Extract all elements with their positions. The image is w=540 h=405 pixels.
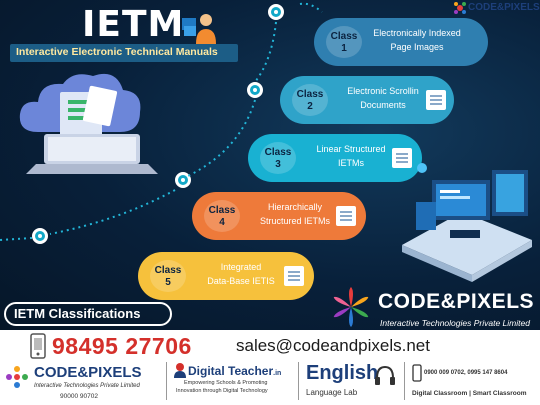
class-text-line1: Electronic Scrollin xyxy=(347,86,419,96)
class-number: 2 xyxy=(307,101,313,112)
contact-strip xyxy=(0,330,540,405)
class-number: 5 xyxy=(165,277,171,288)
footer-cp-tagline: Interactive Technologies Private Limited xyxy=(34,383,140,389)
path-node-4 xyxy=(32,228,48,244)
class-number: 3 xyxy=(275,159,281,170)
classifications-label: IETM Classifications xyxy=(4,302,172,326)
class-label: Class xyxy=(264,147,292,158)
footer-dc-phones: 0900 009 0702, 0995 147 8604 xyxy=(424,370,508,376)
headphones-icon xyxy=(375,365,395,385)
dt-name-text: Digital Teacher xyxy=(188,364,274,378)
class-label: Class xyxy=(330,31,358,42)
class-text-line1: Linear Structured xyxy=(316,144,386,154)
digital-teacher-icon xyxy=(174,363,186,378)
class-text-line1: Electronically Indexed xyxy=(373,28,461,38)
class-text-line2: Data-Base IETIS xyxy=(207,276,275,286)
contact-email[interactable]: sales@codeandpixels.net xyxy=(236,336,430,355)
path-node-2 xyxy=(247,82,263,98)
subtitle-bar xyxy=(10,44,238,62)
class-text-line2: Structured IETMs xyxy=(259,216,331,226)
class-text-line2: IETMs xyxy=(338,158,364,168)
document-icon xyxy=(392,148,412,168)
page-title: IETM xyxy=(82,4,185,45)
footer-cp-phone: 90000 90702 xyxy=(60,393,98,400)
class-text-line1: Hierarchically xyxy=(267,202,322,212)
document-icon xyxy=(426,90,446,110)
footer-dt-name: Digital Teacher.in xyxy=(188,364,281,378)
dotted-path xyxy=(0,2,323,241)
class-number: 4 xyxy=(219,217,225,228)
dt-suffix-text: .in xyxy=(273,370,282,377)
contact-phone[interactable]: 98495 27706 xyxy=(52,333,192,359)
class-label: Class xyxy=(208,205,236,216)
class-label: Class xyxy=(296,89,324,100)
brand-name: CODE&PIXELS xyxy=(378,290,535,313)
workstation-illustration xyxy=(402,163,532,282)
path-node-3 xyxy=(175,172,191,188)
class-label: Class xyxy=(154,265,182,276)
footer-cp-name: CODE&PIXELS xyxy=(34,364,142,381)
code-pixels-logo-small-icon xyxy=(454,2,466,14)
divider xyxy=(298,362,299,400)
footer-el-sub: Language Lab xyxy=(306,388,358,397)
divider xyxy=(166,362,167,400)
footer-dt-line1: Empowering Schools & Promoting xyxy=(184,380,268,386)
footer-el-name: English xyxy=(306,362,379,384)
smartphone-icon xyxy=(412,364,422,382)
divider xyxy=(404,362,405,400)
laptop-cloud-illustration xyxy=(19,73,158,174)
page-subtitle: Interactive Electronic Technical Manuals xyxy=(16,46,218,58)
class-text-line2: Documents xyxy=(360,100,406,110)
footer-dt-line2: Innovation through Digital Technology xyxy=(176,388,268,394)
document-icon xyxy=(336,206,356,226)
phone-icon xyxy=(30,333,46,359)
class-text-line2: Page Images xyxy=(390,42,444,52)
document-icon xyxy=(284,266,304,286)
manual-person-icon xyxy=(182,14,216,44)
path-node-1 xyxy=(268,4,284,20)
class-text-line1: Integrated xyxy=(220,262,262,272)
code-pixels-flower-icon xyxy=(333,287,369,327)
footer-dc-label: Digital Classroom | Smart Classroom xyxy=(412,390,527,397)
code-pixels-footer-icon xyxy=(6,366,28,388)
class-number: 1 xyxy=(341,43,347,54)
brand-top-text: CODE&PIXELS xyxy=(468,2,540,13)
brand-tagline: Interactive Technologies Private Limited xyxy=(380,318,530,328)
